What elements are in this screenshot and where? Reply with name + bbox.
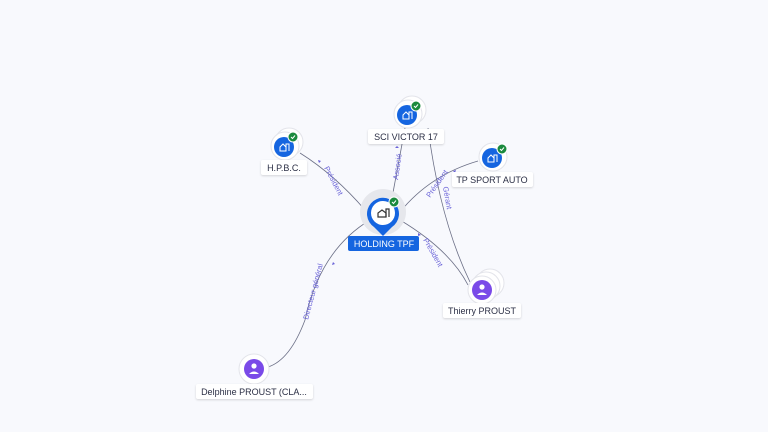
verified-check-icon — [388, 196, 400, 208]
node-sci-victor-17[interactable]: SCI VICTOR 17 — [368, 95, 444, 144]
node-label-box — [348, 236, 419, 251]
company-icon — [377, 208, 390, 218]
edge-hpbc — [299, 152, 366, 211]
node-label: TP SPORT AUTO — [456, 175, 527, 185]
company-icon — [402, 111, 413, 120]
verified-check-icon — [496, 143, 508, 155]
edge-delphine — [267, 219, 371, 368]
node-tp-sport-auto[interactable]: TP SPORT AUTO — [452, 142, 533, 187]
node-label: Delphine PROUST (CLA... — [201, 387, 307, 397]
edge-tpsport — [399, 160, 479, 213]
edge-label-hpbc: Président — [322, 165, 345, 198]
edge-thierry-sci — [427, 127, 471, 283]
edge-arrow-icons — [318, 146, 456, 265]
person-icon — [477, 284, 487, 295]
node-holding-tpf[interactable]: HOLDING TPF — [348, 189, 419, 251]
node-delphine-proust[interactable]: Delphine PROUST (CLA... — [196, 353, 313, 399]
node-thierry-proust[interactable]: Thierry PROUST — [443, 268, 521, 318]
node-label: H.P.B.C. — [267, 163, 301, 173]
person-icon — [249, 363, 259, 374]
node-label: Thierry PROUST — [448, 306, 517, 316]
company-icon — [487, 154, 498, 163]
edge-label-sci: Associé — [391, 153, 404, 180]
node-label: HOLDING TPF — [354, 239, 415, 249]
edge-thierry-main — [399, 219, 469, 286]
node-label: SCI VICTOR 17 — [374, 132, 438, 142]
edge-label-thierry-sci: Gérant — [441, 186, 454, 211]
edge-label-thierry-main: Président — [421, 237, 445, 270]
verified-check-icon — [287, 131, 299, 143]
company-icon — [279, 143, 290, 152]
edge-label-delphine: Directeur général — [301, 262, 325, 320]
verified-check-icon — [410, 100, 422, 112]
node-hpbc[interactable]: H.P.B.C. — [261, 127, 307, 175]
